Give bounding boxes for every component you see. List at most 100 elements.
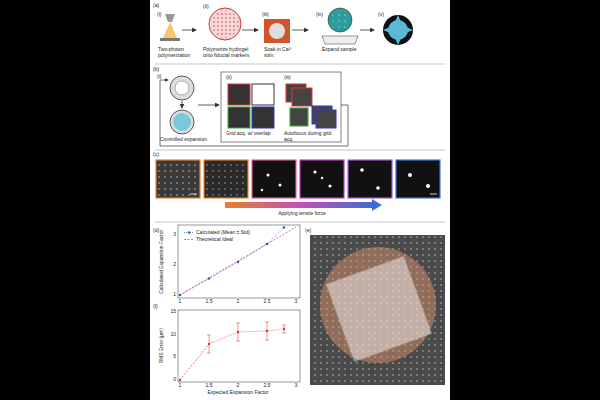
- step-illustrations-shape: [160, 38, 180, 41]
- expansion-workflow-shape: [175, 81, 189, 95]
- step-illustrations-shape: [163, 22, 177, 38]
- panel-label: (ii): [226, 75, 232, 81]
- panel-label: (iv): [316, 12, 323, 18]
- tick-label: 1: [173, 292, 176, 298]
- step-illustrations-shape: [165, 14, 175, 22]
- step-illustrations-shape: [322, 36, 358, 44]
- image-series-shape: [396, 160, 440, 198]
- panel-label: (a): [153, 3, 159, 9]
- legend-sample-shape: [184, 232, 194, 233]
- plot-d-shape: [237, 261, 239, 263]
- tick-label: 10: [170, 332, 176, 338]
- image-series-shape: [328, 184, 331, 187]
- plot-d-shape: [208, 277, 210, 279]
- step-label: Expand sample: [322, 47, 362, 53]
- image-series-shape: [156, 160, 200, 198]
- image-series-shape: [252, 160, 296, 198]
- image-series-shape: [190, 194, 197, 195]
- tick-label: 3: [295, 299, 298, 305]
- plot-d-shape: [180, 228, 284, 296]
- divider: [155, 150, 445, 151]
- image-series-shape: [225, 199, 382, 211]
- tick-label: 1: [179, 383, 182, 389]
- plot-f-shape: [180, 344, 209, 380]
- tick-label: 5: [173, 354, 176, 360]
- expansion-workflow-shape: [228, 107, 250, 128]
- expansion-workflow-shape: [170, 76, 194, 100]
- image-series-shape: [360, 168, 364, 172]
- panel-label: (i): [157, 12, 161, 18]
- plot-d-shape: [180, 227, 296, 295]
- axis-title: Calculated Expansion Factor: [159, 230, 165, 294]
- expansion-workflow-shape: [228, 84, 250, 105]
- panel-label: (f): [153, 304, 158, 310]
- image-series: [156, 160, 440, 211]
- image-series-shape: [408, 173, 412, 177]
- step-illustrations-shape: [242, 30, 258, 31]
- step-illustrations-shape: [182, 30, 196, 31]
- expansion-workflow-shape: [173, 113, 191, 131]
- expansion-workflow: [160, 72, 348, 146]
- image-series-shape: [157, 161, 199, 197]
- tick-label: 1: [179, 299, 182, 305]
- step-illustrations: [160, 8, 413, 45]
- expansion-workflow-shape: [170, 110, 194, 134]
- panel-label: (e): [305, 228, 311, 234]
- step-illustrations-shape: [209, 8, 241, 40]
- step-label: Autofocus during grid acq.: [284, 131, 339, 143]
- expansion-workflow-shape: [252, 107, 274, 128]
- expansion-workflow-shape: [292, 88, 312, 106]
- plot-f-shape: [237, 331, 239, 333]
- step-illustrations-shape: [360, 30, 374, 31]
- tick-label: 2: [237, 383, 240, 389]
- image-series-shape: [300, 160, 344, 198]
- expansion-workflow-shape: [182, 101, 183, 108]
- step-label: Grid acq. w/ overlap: [226, 131, 281, 137]
- plot-d-shape: [266, 243, 268, 245]
- tick-label: 1.5: [206, 383, 213, 389]
- tick-label: 1.5: [206, 299, 213, 305]
- image-series-shape: [267, 174, 270, 177]
- plot-f-shape: [207, 322, 286, 353]
- image-series-shape: [348, 160, 392, 198]
- legend-text: Calculated (Mean ± Std): [196, 229, 250, 235]
- panel-label: (iii): [284, 75, 291, 81]
- expansion-workflow-shape: [160, 80, 348, 146]
- step-label: Controlled expansion: [160, 137, 215, 143]
- step-illustrations-shape: [388, 20, 408, 40]
- plot-d: [178, 225, 300, 298]
- tick-label: 0: [173, 377, 176, 383]
- divider: [155, 222, 445, 223]
- step-label: Polymerize hydrogel onto fiducial marker…: [203, 47, 253, 59]
- step-illustrations-shape: [269, 23, 285, 39]
- overlay-image-shape: [310, 235, 445, 385]
- axis-title: RMS Error (μm): [159, 328, 165, 363]
- image-series-shape: [426, 184, 430, 188]
- plot-f-shape: [283, 328, 285, 330]
- image-series-shape: [204, 160, 248, 198]
- image-series-shape: [321, 177, 323, 179]
- step-illustrations-shape: [264, 19, 290, 43]
- step-label: Two-photon polymerization: [158, 47, 198, 59]
- plot-f-shape: [208, 343, 210, 345]
- plot-f-shape: [179, 379, 181, 381]
- step-illustrations-shape: [383, 15, 413, 45]
- panel-label: (b): [153, 67, 159, 73]
- expansion-workflow-shape: [252, 84, 274, 105]
- tick-label: 2.5: [264, 299, 271, 305]
- legend-sample-shape: [184, 239, 194, 240]
- legend-sample: [184, 230, 194, 235]
- plot-f-shape: [266, 330, 268, 332]
- image-series-shape: [279, 184, 282, 187]
- plot-f-shape: [209, 329, 284, 344]
- step-label: Soak in Ca²⁺ soln.: [264, 47, 304, 59]
- image-series-shape: [430, 194, 437, 195]
- panel-label: (i): [157, 74, 161, 80]
- legend-text: Theoretical Ideal: [196, 236, 233, 242]
- expansion-workflow-shape: [290, 108, 308, 126]
- overlay-image-shape: [326, 256, 431, 361]
- plot-f: [178, 310, 300, 382]
- tick-label: 3: [295, 383, 298, 389]
- tick-label: 15: [170, 309, 176, 315]
